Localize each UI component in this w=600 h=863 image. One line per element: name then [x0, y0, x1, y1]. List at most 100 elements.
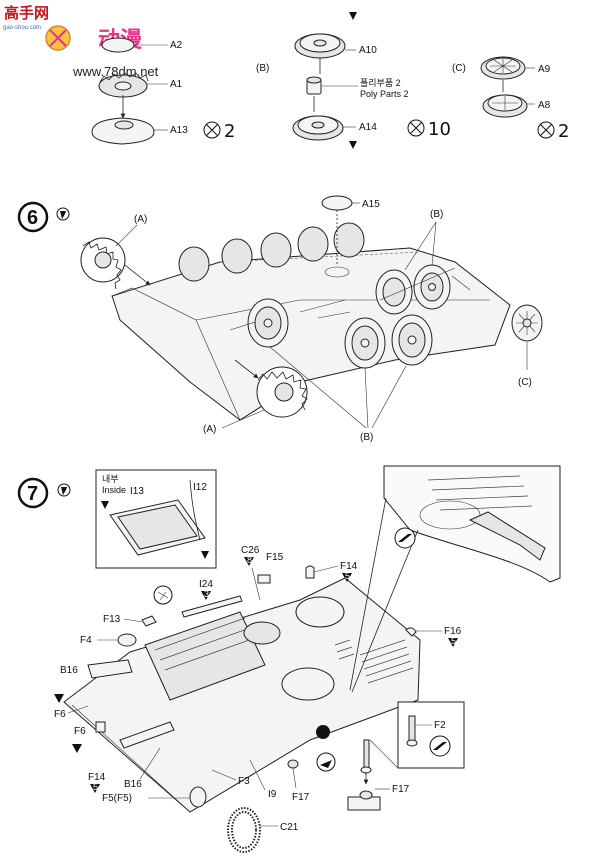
site-watermark: 高手网 gao-shou.com 动漫 www.78dm.net [3, 4, 159, 79]
label-b-bottom: (B) [360, 432, 373, 443]
f2-detail-box: F2 F17 [347, 701, 465, 811]
watermark-site-small: gao-shou.com [3, 25, 41, 31]
lower-hull-body [111, 247, 511, 421]
part-side-marker-icon [201, 551, 209, 559]
cut-icon [394, 527, 416, 549]
part-label-f6-lower: F6 [74, 726, 86, 737]
watermark-site-name: 高手网 [4, 4, 49, 22]
part-label-f17-detail: F17 [392, 784, 410, 795]
part-label-a1: A1 [170, 79, 183, 90]
part-f15 [257, 574, 271, 584]
part-label-a15: A15 [362, 199, 380, 210]
part-a9-idler [480, 56, 526, 80]
part-label-a2: A2 [170, 40, 183, 51]
part-label-c26: C26 [241, 545, 260, 556]
roadwheels-front-pair [247, 298, 433, 369]
part-label-f14-lower: F14 [88, 772, 106, 783]
round-hatch-2 [281, 667, 335, 701]
part-i24-rail [181, 595, 243, 618]
step7-header: 7 [17, 477, 71, 509]
step-number-badge [17, 477, 49, 509]
direction-indicator-icon [316, 752, 336, 772]
part-label-f13: F13 [103, 614, 121, 625]
part-label-f14-top: F14 [340, 561, 358, 572]
quantity-c: 2 [558, 121, 569, 142]
label-a-bottom: (A) [203, 424, 216, 435]
part-label-f4: F4 [80, 635, 92, 646]
part-tree-number: 8 [247, 555, 252, 565]
part-tree-number: 3 [204, 589, 209, 599]
quantity-times-icon [407, 119, 425, 137]
part-a15-disc [321, 195, 353, 278]
part-label-b16-upper: B16 [60, 665, 78, 676]
part-b16-lower [119, 721, 175, 749]
sprocket-front [256, 366, 308, 418]
part-a2-cap [101, 37, 135, 53]
step5-group-b: (B) A10 폴리부품 2 Poly Parts 2 A14 [256, 12, 451, 149]
poly-cap-part [306, 76, 322, 95]
inside-detail-inset: 내부 Inside I13 I12 [95, 469, 217, 569]
part-a10-roadwheel [294, 33, 346, 59]
cut-icon [429, 735, 451, 757]
part-a14-roadwheel [292, 115, 344, 141]
part-tree-number: 5 [451, 636, 456, 646]
part-tree-number: 5 [93, 782, 98, 792]
part-label-f17-main: F17 [292, 792, 310, 803]
part-a1-sprocket [98, 72, 149, 98]
quantity-a: 2 [224, 121, 235, 142]
part-a13-hub [91, 117, 155, 145]
step6-header: 6 [17, 201, 70, 233]
nipper-tool-icon [468, 511, 546, 561]
step6-number: 6 [27, 207, 38, 229]
part-label-i12: I12 [193, 482, 207, 493]
label-c: (C) [518, 377, 532, 388]
step5-group-c: (C) A9 A8 2 [452, 56, 569, 142]
step7-part-labels: C26 8 F15 F14 5 I24 3 F13 F4 F16 5 [54, 545, 462, 853]
part-f5-light [189, 786, 207, 808]
part-tree-badge-icon [54, 694, 64, 703]
quantity-times-icon [537, 121, 555, 139]
part-label-f6-left: F6 [54, 709, 66, 720]
group-label-b-top: (B) [256, 63, 269, 74]
part-label-a9: A9 [538, 64, 551, 75]
part-tree-badge-icon [244, 557, 254, 566]
part-f4-light [117, 633, 137, 647]
part-label-f2: F2 [434, 720, 446, 731]
part-label-f5: F5(F5) [102, 793, 132, 804]
part-a8-idler [482, 94, 528, 118]
part-tree-badge-icon [90, 784, 100, 793]
part-label-f3: F3 [238, 776, 250, 787]
step7-hull-top [63, 577, 421, 813]
part-tree-badge-icon [72, 744, 82, 753]
part-tree-badge-icon [448, 638, 458, 647]
part-label-a10: A10 [359, 45, 377, 56]
step5-group-a: A2 A1 A13 2 [91, 37, 235, 145]
part-tree-badge-icon [342, 573, 352, 582]
part-f13 [141, 615, 157, 627]
poly-parts-english: Poly Parts 2 [360, 89, 409, 99]
step-number-badge [17, 201, 49, 233]
part-label-c21: C21 [280, 822, 299, 833]
part-f17 [287, 759, 299, 769]
quantity-times-icon [203, 121, 221, 139]
step7-zoom-detail [349, 465, 561, 693]
part-label-f16: F16 [444, 626, 462, 637]
idler-wheel [511, 304, 543, 342]
inset-inside-korean: 내부 [102, 474, 119, 484]
watermark-url: www.78dm.net [72, 64, 159, 79]
part-label-i9: I9 [268, 789, 277, 800]
poly-parts-korean: 폴리부품 2 [360, 78, 401, 88]
part-side-marker-icon [349, 12, 357, 20]
cement-icon [56, 207, 70, 221]
part-f14-top [305, 565, 315, 579]
part-side-marker-icon [101, 501, 109, 509]
part-label-b16-lower: B16 [124, 779, 142, 790]
watermark-logo-icon [45, 25, 71, 51]
quantity-b: 10 [428, 119, 451, 140]
step6-lower-hull: A15 (A) (A) [80, 195, 543, 443]
part-b16-upper [87, 659, 133, 679]
roadwheels-rear-row [178, 222, 365, 282]
sprocket-rear [80, 237, 126, 290]
part-label-a13: A13 [170, 125, 188, 136]
part-label-f15: F15 [266, 552, 284, 563]
